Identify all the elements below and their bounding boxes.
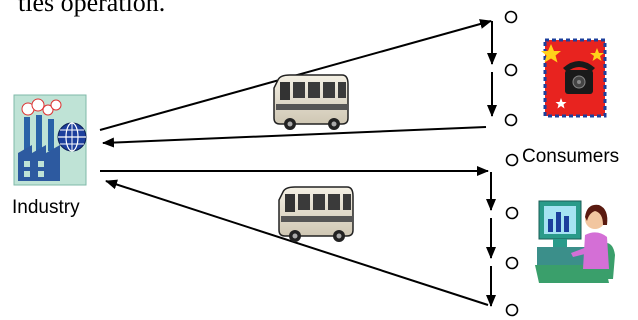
node-circle [505,256,519,270]
factory-globe-icon [13,94,87,186]
arrow-top-consumer-to-industry [102,126,487,148]
woman-computer-icon [535,200,615,283]
telephone-stamp-icon [541,38,607,118]
node-circle [504,10,518,24]
top-consumer-chain [487,10,518,127]
arrow-bottom-consumer-to-industry [105,179,489,306]
node-circle [504,63,518,77]
bus-icon-upper [273,74,349,130]
node-circle [505,206,519,220]
node-circle [505,153,519,167]
industry-label: Industry [12,197,80,218]
consumers-label: Consumers [522,146,620,167]
node-circle [505,303,519,317]
node-circle [504,113,518,127]
bottom-consumer-chain [486,153,519,317]
bus-icon-lower [278,186,354,242]
header-text-fragment: ties operation. [18,0,166,17]
